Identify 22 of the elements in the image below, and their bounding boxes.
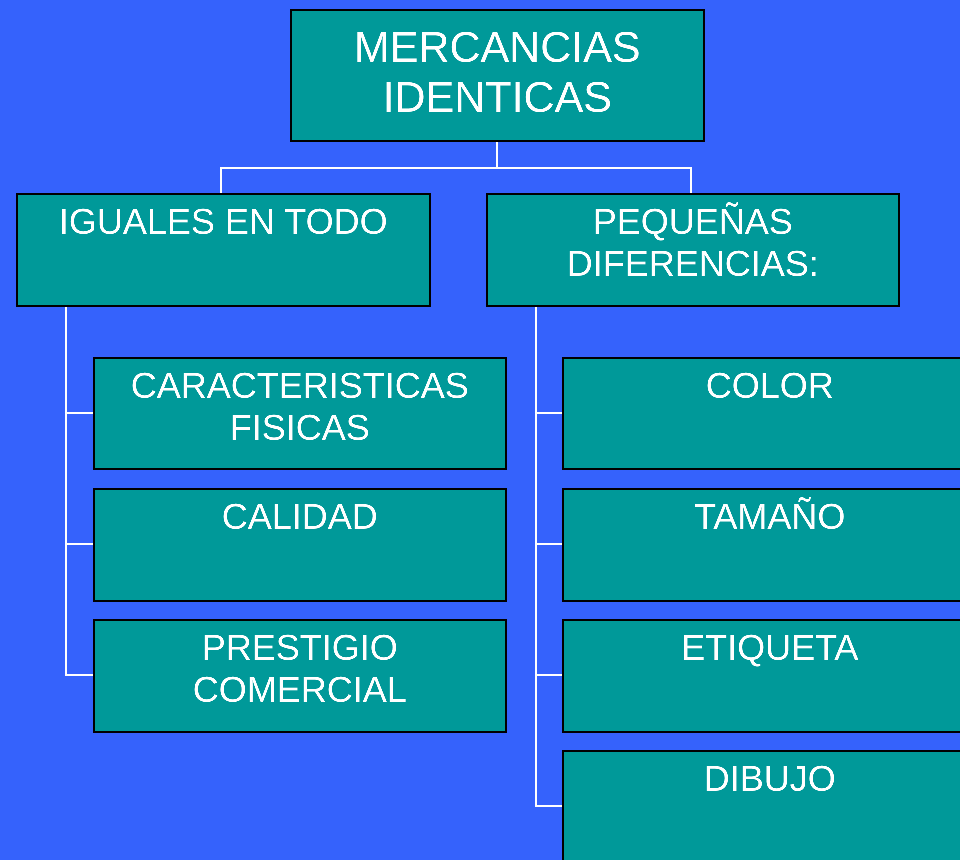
category-box [93,357,507,470]
box-label: COLOR [704,364,836,408]
connector-line [65,307,93,676]
box-label: PEQUEÑAS DIFERENCIAS: [566,200,820,286]
box-label: MERCANCIAS IDENTICAS [353,23,642,124]
category-box [562,357,960,470]
category-box [93,619,507,733]
category-box [562,488,960,602]
box-label: PRESTIGIO COMERCIAL [192,626,408,712]
connector-line [496,142,692,193]
box-label: DIBUJO [702,757,837,800]
box-label: IGUALES EN TODO [58,200,389,244]
box-label: TAMAÑO [693,495,847,538]
box-label: CARACTERISTICAS FISICAS [130,364,470,450]
category-box [290,9,705,142]
category-box [562,619,960,733]
box-label: CALIDAD [220,495,380,538]
category-box [486,193,900,307]
category-box [16,193,431,307]
category-box [93,488,507,602]
category-box [562,750,960,860]
box-label: ETIQUETA [680,626,860,670]
